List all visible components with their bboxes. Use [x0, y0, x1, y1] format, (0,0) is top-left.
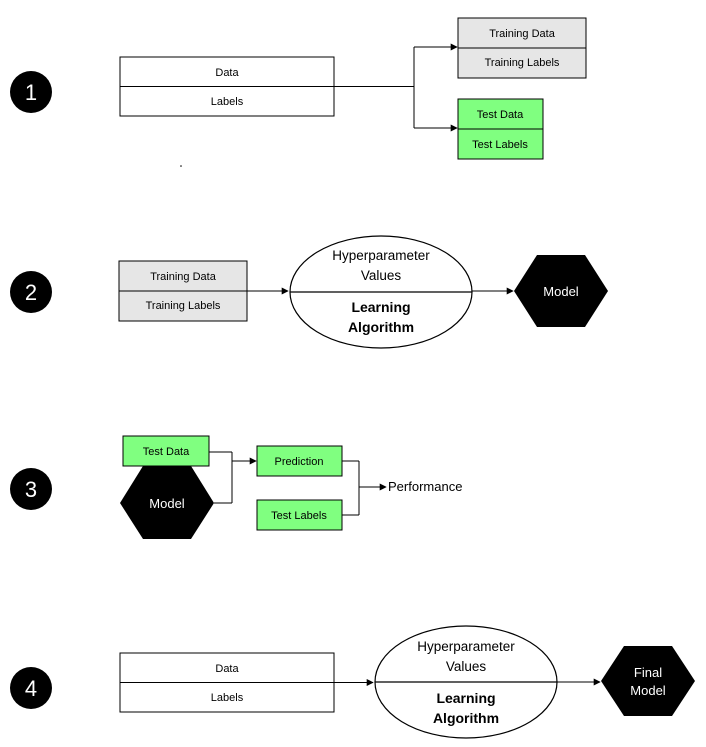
test-data-box: Test Data	[122, 435, 210, 467]
training-box: Training Data Training Labels	[457, 17, 587, 79]
values-label: Values	[446, 659, 487, 674]
training-labels-label: Training Labels	[146, 300, 221, 312]
values-label: Values	[361, 268, 402, 283]
training-data-cell	[457, 17, 587, 49]
step-2-badge	[10, 271, 52, 313]
split-connector	[334, 43, 458, 132]
step-4-number: 4	[25, 676, 37, 701]
step-3-badge	[10, 468, 52, 510]
test-labels-label: Test Labels	[271, 510, 327, 522]
step-4-badge	[10, 667, 52, 709]
step-2: 2 Training Data Training Labels Hyperpar…	[10, 235, 608, 349]
training-data-label: Training Data	[150, 271, 217, 283]
training-data-cell	[118, 260, 248, 292]
prediction-label: Prediction	[275, 456, 324, 468]
model-label: Model	[543, 284, 579, 299]
training-labels-cell	[457, 47, 587, 79]
test-labels-label: Test Labels	[472, 139, 528, 151]
test-labels-box: Test Labels	[256, 499, 343, 531]
step-2-number: 2	[25, 280, 37, 305]
final-label: Final	[634, 665, 662, 680]
model-label: Model	[149, 496, 185, 511]
performance-label: Performance	[388, 479, 462, 494]
labels-label: Labels	[211, 96, 244, 108]
test-labels-cell	[457, 128, 544, 160]
final-model-hexagon: Final Model	[601, 646, 695, 716]
step-3-number: 3	[25, 477, 37, 502]
step-1-number: 1	[25, 80, 37, 105]
learning-label: Learning	[351, 299, 410, 315]
step-1-badge	[10, 71, 52, 113]
labels-label: Labels	[211, 692, 244, 704]
algorithm-label: Algorithm	[348, 319, 414, 335]
test-data-label: Test Data	[143, 446, 190, 458]
training-labels-cell	[118, 290, 248, 322]
training-box: Training Data Training Labels	[118, 260, 248, 322]
test-box: Test Data Test Labels	[457, 98, 544, 160]
learning-algorithm-ellipse: Hyperparameter Values Learning Algorithm	[289, 235, 473, 349]
data-label: Data	[215, 67, 239, 79]
data-labels-box: Data Labels	[119, 56, 335, 117]
model-hexagon: Model	[514, 255, 608, 327]
model-to-prediction-connector	[209, 451, 257, 504]
stray-dot	[180, 165, 182, 167]
data-label: Data	[215, 663, 239, 675]
step-4: 4 Data Labels Hyperparameter Values Lear…	[10, 625, 695, 739]
test-data-label: Test Data	[477, 109, 524, 121]
training-data-label: Training Data	[489, 28, 556, 40]
prediction-box: Prediction	[256, 445, 343, 477]
model-hexagon: Model	[120, 466, 214, 539]
hyperparameter-label: Hyperparameter	[332, 248, 430, 263]
performance-connector	[342, 460, 387, 516]
training-labels-label: Training Labels	[485, 57, 560, 69]
algorithm-label: Algorithm	[433, 710, 499, 726]
model-label: Model	[630, 683, 666, 698]
learning-algorithm-ellipse: Hyperparameter Values Learning Algorithm	[374, 625, 558, 739]
hyperparameter-label: Hyperparameter	[417, 639, 515, 654]
step-1: 1 Data Labels Training Data Training Lab…	[10, 17, 587, 167]
data-labels-box: Data Labels	[119, 652, 335, 713]
learning-label: Learning	[436, 690, 495, 706]
step-3: 3 Model Test Data Prediction Test Labels	[10, 435, 462, 539]
test-data-cell	[457, 98, 544, 130]
